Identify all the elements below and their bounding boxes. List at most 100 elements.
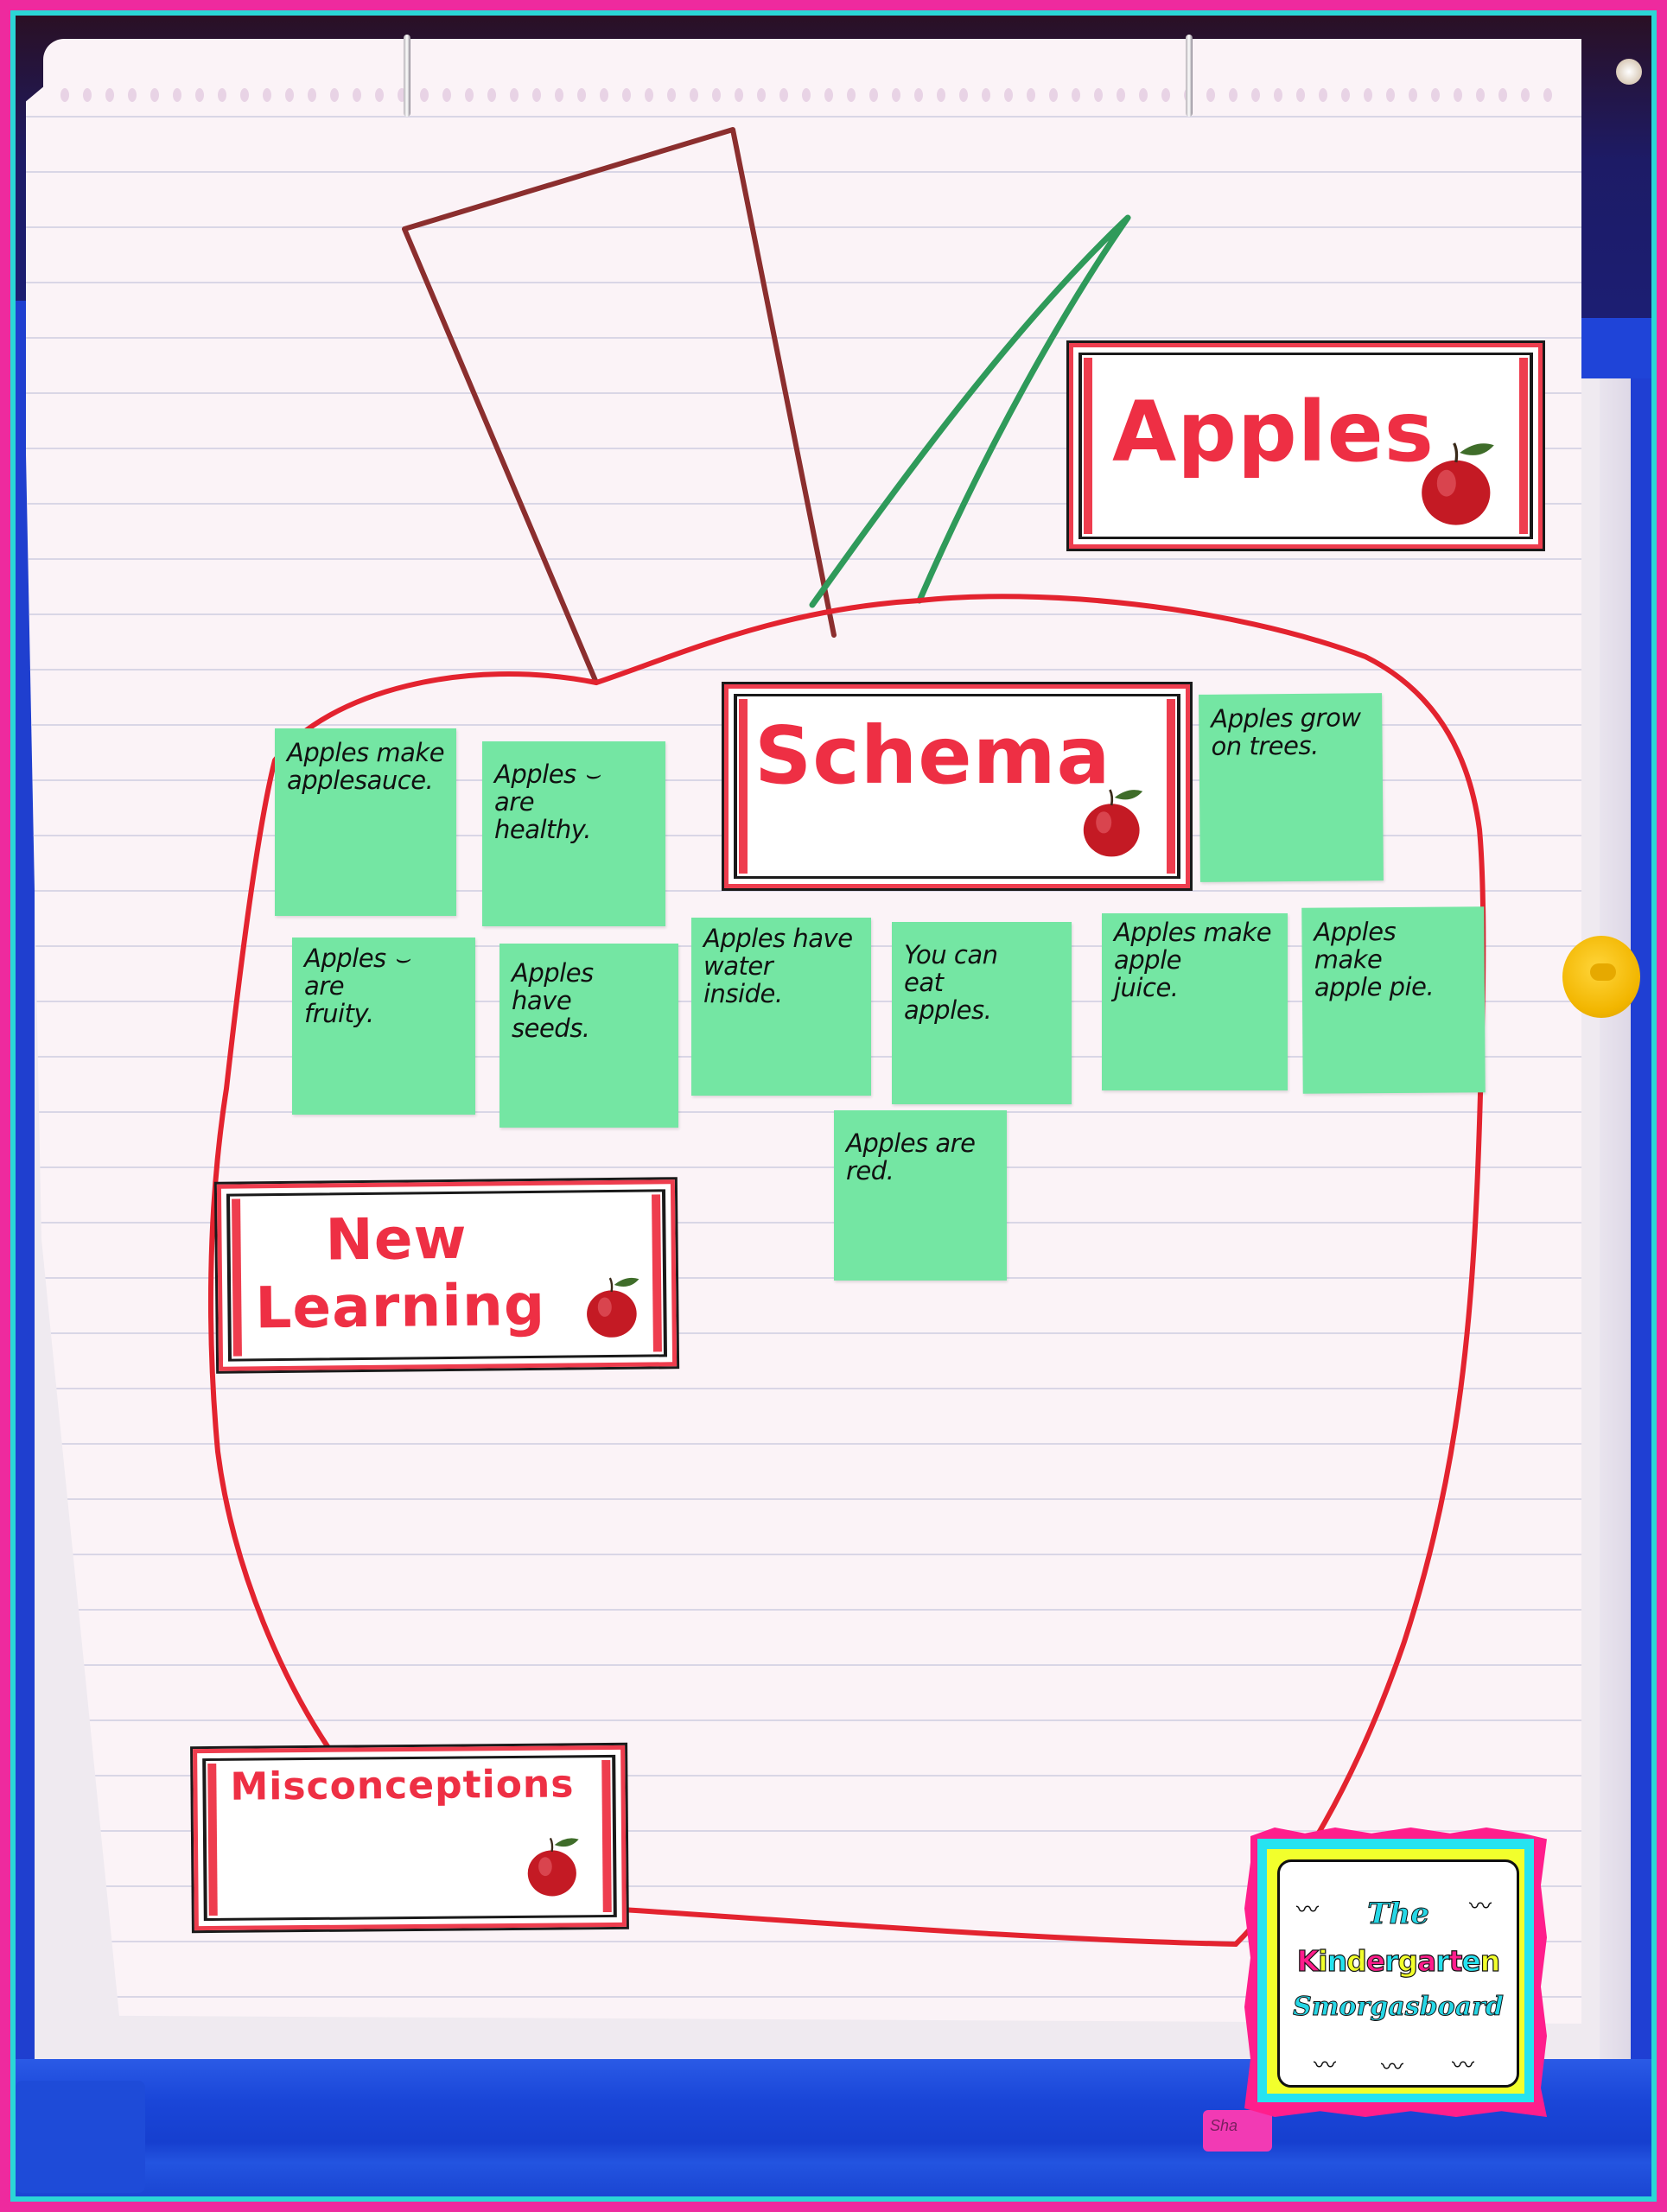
perforation-hole [1386, 88, 1395, 102]
perforation-hole [173, 88, 181, 102]
perforation-hole [757, 88, 766, 102]
perforation-hole [1409, 88, 1417, 102]
perforation-hole [824, 88, 833, 102]
perforation-hole [330, 88, 339, 102]
perforation-hole [60, 88, 69, 102]
apples-title-card: Apples [1069, 343, 1543, 549]
mustache-icon: 〰 [1314, 2053, 1337, 2079]
apple-icon [587, 1277, 639, 1338]
perforation-hole [1431, 88, 1440, 102]
perforation-hole [1364, 88, 1372, 102]
perforation-hole [465, 88, 474, 102]
logo-letter: r [1435, 1943, 1451, 1978]
sticky-note-text: Apples ⌣ are healthy. [494, 760, 600, 844]
sticky-note: Apples make apple juice. [1102, 913, 1288, 1090]
sticky-note-text: You can eat apples. [904, 940, 998, 1025]
perforation-hole [892, 88, 900, 102]
logo-letter: K [1296, 1943, 1320, 1978]
sticky-note: Apples have seeds. [499, 944, 678, 1128]
easel-left-side [16, 301, 35, 2115]
pink-marker [1203, 2110, 1272, 2152]
perforation-hole [779, 88, 788, 102]
perforation-hole [622, 88, 631, 102]
logo-letter: i [1318, 1943, 1329, 1978]
perforation-hole [1274, 88, 1282, 102]
perforation-hole [263, 88, 271, 102]
perforation-hole [285, 88, 294, 102]
logo-letter: n [1479, 1943, 1501, 1978]
logo-panel [1277, 1859, 1519, 2088]
perforation-hole [1251, 88, 1260, 102]
logo-letter: e [1461, 1943, 1482, 1978]
mustache-icon: 〰 [1381, 2055, 1404, 2081]
sticky-note-text: Apples grow on trees. [1211, 702, 1361, 761]
sticky-note: Apples are red. [834, 1110, 1007, 1281]
marker-label: Sha [1210, 2117, 1238, 2134]
apple-icon [1083, 789, 1143, 857]
perforation-hole [375, 88, 384, 102]
sticky-note-text: Apples have seeds. [512, 958, 594, 1043]
binder-ring-left [404, 35, 410, 117]
apples-title: Apples [1112, 384, 1435, 480]
perforation-hole [510, 88, 519, 102]
binder-ring-right [1186, 35, 1193, 117]
perforation-hole [1161, 88, 1170, 102]
logo-letter: t [1448, 1943, 1463, 1978]
sticky-note-text: Apples make applesauce. [287, 738, 445, 795]
new-learning-title-line1: New [325, 1205, 468, 1274]
perforation-hole [353, 88, 361, 102]
sticky-note: Apples ⌣ are healthy. [482, 741, 665, 926]
perforation-hole [1498, 88, 1507, 102]
sticky-note: Apples make apple pie. [1301, 906, 1486, 1094]
perforation-hole [600, 88, 608, 102]
mustache-icon: 〰 [1469, 1894, 1492, 1920]
perforation-hole [195, 88, 204, 102]
misconceptions-title: Misconceptions [230, 1762, 575, 1809]
apple-icon [1422, 442, 1494, 525]
logo-text-smorgasboard: Smorgasboard [1293, 1992, 1505, 2023]
perforation-hole [420, 88, 429, 102]
perforation-hole [869, 88, 878, 102]
perforation-hole [802, 88, 811, 102]
perforation-hole [128, 88, 137, 102]
sticky-note: Apples ⌣ are fruity. [292, 938, 475, 1115]
perforation-hole [847, 88, 856, 102]
sticky-note-text: Apples are red. [846, 1128, 976, 1185]
sticky-note-text: Apples make apple juice. [1114, 918, 1272, 1002]
schema-title-card: Schema [724, 684, 1190, 888]
perforation-hole [690, 88, 698, 102]
perforation-hole [218, 88, 226, 102]
logo-text-kindergarten: Kindergarten [1277, 1943, 1519, 1978]
perforation-hole [150, 88, 159, 102]
perforation-hole [1117, 88, 1125, 102]
easel-right-side [1600, 318, 1651, 2133]
sticky-note-text: Apples have water inside. [703, 924, 853, 1008]
perforation-hole [1296, 88, 1305, 102]
perforation-hole [1319, 88, 1327, 102]
perforation-hole [1072, 88, 1080, 102]
perforation-hole [1027, 88, 1035, 102]
perforation-hole [712, 88, 721, 102]
perforation-hole [1476, 88, 1485, 102]
perforation-hole [982, 88, 990, 102]
logo-text-the: The [1367, 1897, 1430, 1932]
perforation-hole [667, 88, 676, 102]
logo-letter: a [1416, 1943, 1437, 1978]
perforation-hole [1521, 88, 1530, 102]
misconceptions-title-card: Misconceptions [193, 1745, 627, 1931]
perforation-hole [577, 88, 586, 102]
apple-icon [527, 1837, 579, 1897]
perforation-hole [240, 88, 249, 102]
stem-outline [402, 127, 837, 685]
perforation-hole [105, 88, 114, 102]
perforation-hole [1543, 88, 1552, 102]
perforation-hole [937, 88, 945, 102]
sticky-note: You can eat apples. [892, 922, 1072, 1104]
perforation-hole [308, 88, 316, 102]
perforation-hole [914, 88, 923, 102]
perforation-hole [442, 88, 451, 102]
perforation-hole [398, 88, 406, 102]
perforation-hole [959, 88, 968, 102]
perforation-hole [555, 88, 563, 102]
